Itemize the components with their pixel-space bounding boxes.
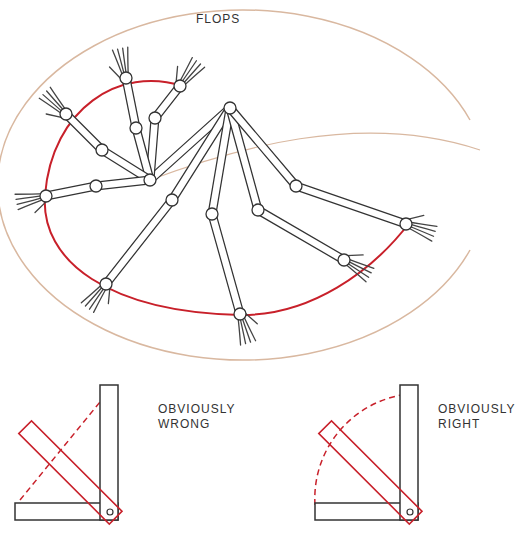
limb-outline — [126, 78, 136, 128]
limb-outline — [106, 200, 172, 284]
limb-outline — [66, 114, 102, 150]
joint — [338, 254, 350, 266]
limb-fill — [96, 180, 150, 186]
limb-outline — [212, 214, 240, 314]
joint — [206, 208, 218, 220]
joint — [166, 194, 178, 206]
joint — [144, 174, 156, 186]
guide-arc — [0, 10, 470, 360]
joint — [130, 122, 142, 134]
right-example — [315, 385, 422, 524]
limb-outline — [46, 186, 96, 196]
joint — [90, 180, 102, 192]
limb-fill — [106, 200, 172, 284]
limb-outline — [96, 180, 150, 186]
joint — [149, 112, 161, 124]
joint — [252, 204, 264, 216]
limb-outline — [296, 186, 406, 224]
limb-fill — [46, 186, 96, 196]
joint — [400, 218, 412, 230]
joint — [96, 144, 108, 156]
limb-fill — [126, 78, 136, 128]
joint — [224, 102, 236, 114]
limb-fill — [296, 186, 406, 224]
limb-fill — [212, 108, 230, 214]
arm-positions — [15, 47, 437, 345]
handwritten-note: OBVIOUSLY WRONG — [158, 402, 248, 432]
limb-fill — [258, 210, 344, 260]
joint — [290, 180, 302, 192]
limb-outline — [212, 108, 230, 214]
handwritten-note: OBVIOUSLY RIGHT — [438, 402, 510, 432]
limb-outline — [230, 108, 296, 186]
limb-outline — [258, 210, 344, 260]
arc-path — [45, 81, 410, 315]
handwritten-note: FLOPS — [196, 12, 256, 27]
limb-fill — [212, 214, 240, 314]
joint — [120, 72, 132, 84]
limb-fill — [102, 150, 150, 180]
joint — [60, 108, 72, 120]
joint — [174, 80, 186, 92]
joint — [100, 278, 112, 290]
limb-fill — [230, 108, 296, 186]
limb-outline — [102, 150, 150, 180]
limb-fill — [66, 114, 102, 150]
joint — [234, 308, 246, 320]
wrong-example — [15, 385, 122, 524]
joint — [40, 190, 52, 202]
